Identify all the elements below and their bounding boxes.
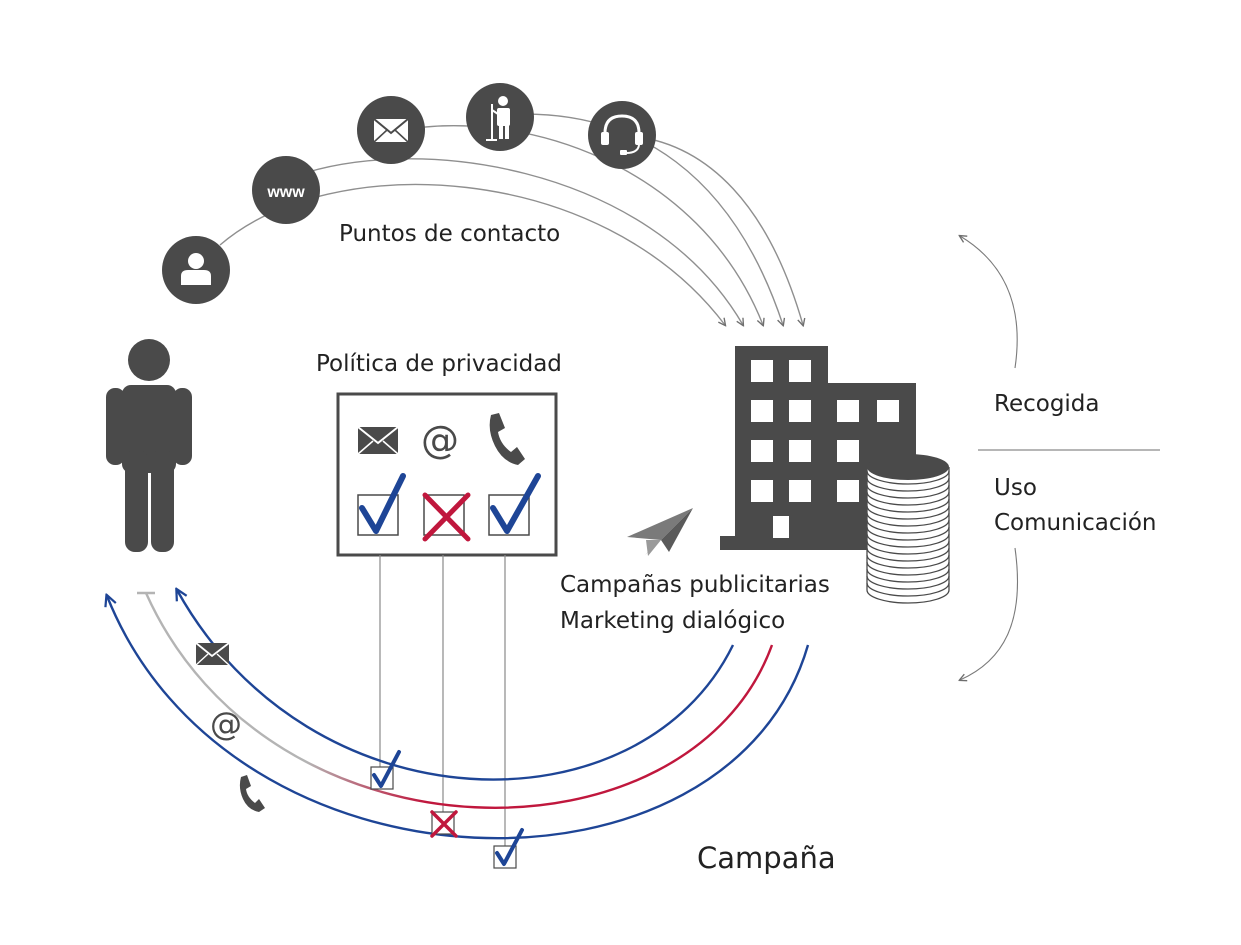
database-disk-line xyxy=(866,575,950,590)
database-disk-line xyxy=(866,519,950,534)
database-disk-line xyxy=(866,526,950,541)
database-disk-line xyxy=(866,505,950,520)
envelope-icon xyxy=(357,426,399,455)
customer-person-icon xyxy=(106,339,192,552)
communication-label: Comunicación xyxy=(994,510,1157,536)
headset-icon xyxy=(601,114,643,155)
touchpoint-call-center xyxy=(588,101,656,169)
campaign-cross-at xyxy=(430,810,458,838)
database-disk-line xyxy=(866,582,950,597)
database-disk-line xyxy=(866,533,950,548)
campaigns-label-line1: Campañas publicitarias xyxy=(560,572,830,598)
touchpoint-person xyxy=(162,236,230,304)
campaign-envelope-icon xyxy=(195,642,230,666)
database-disk-line xyxy=(866,554,950,569)
usage-label: Uso xyxy=(994,475,1037,501)
paper-plane-icon xyxy=(627,508,693,556)
database-disk-line xyxy=(866,491,950,506)
consent-check-email xyxy=(357,473,406,536)
privacy-policy-panel: @ xyxy=(336,392,558,557)
database-disk-line xyxy=(866,547,950,562)
collection-label: Recogida xyxy=(994,391,1100,417)
person-icon xyxy=(181,253,211,285)
www-icon: www xyxy=(266,184,305,201)
collection-arrow xyxy=(960,236,1018,369)
database-disk-line xyxy=(866,561,950,576)
touchpoint-website: www xyxy=(252,156,320,224)
usage-arrow xyxy=(960,547,1019,680)
at-sign-icon: @ xyxy=(421,418,459,462)
campaign-at-sign-icon: @ xyxy=(210,705,242,743)
database-disk-line xyxy=(866,477,950,492)
envelope-icon xyxy=(373,118,409,143)
campaign-check-phone xyxy=(493,828,524,869)
consent-cross-at xyxy=(422,492,471,542)
campaign-arcs xyxy=(107,590,810,840)
phone-icon xyxy=(489,413,525,465)
database-disk-line xyxy=(866,540,950,555)
speaker-podium-icon xyxy=(486,96,510,141)
campaigns-label-line2: Marketing dialógico xyxy=(560,608,785,634)
database-disk-line xyxy=(866,470,950,485)
campaign-phone-icon xyxy=(239,775,265,812)
touchpoint-event xyxy=(466,83,534,151)
database-disk-line xyxy=(866,498,950,513)
database-disk-line xyxy=(866,589,950,604)
database-disk-line xyxy=(866,568,950,583)
touchpoints-label: Puntos de contacto xyxy=(339,221,560,247)
database-icon xyxy=(866,454,950,604)
consent-check-phone xyxy=(488,473,541,536)
touchpoint-mail xyxy=(357,96,425,164)
database-disk-line xyxy=(866,512,950,527)
database-disk-line xyxy=(866,484,950,499)
campaign-label: Campaña xyxy=(697,841,836,875)
campaign-check-email xyxy=(370,750,401,790)
privacy-policy-label: Política de privacidad xyxy=(316,351,562,377)
consent-drop-lines xyxy=(379,555,506,846)
database-top xyxy=(867,454,949,480)
